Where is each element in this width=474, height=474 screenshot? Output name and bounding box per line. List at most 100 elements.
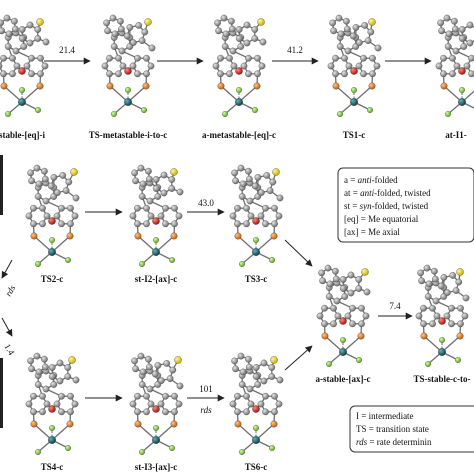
atom-carbon xyxy=(176,382,184,390)
atom-metal xyxy=(18,98,26,106)
atom-carbon xyxy=(67,220,74,228)
atom-carbon xyxy=(373,62,381,70)
atom-fluorine xyxy=(169,257,175,263)
atom-carbon xyxy=(263,172,271,179)
legend-line-ts: TS = transition state xyxy=(356,424,429,434)
atom-carbon xyxy=(0,54,7,62)
atom-carbon xyxy=(58,220,65,228)
atom-carbon xyxy=(166,375,174,382)
atom-carbon xyxy=(118,47,126,55)
atom-fluorine xyxy=(35,449,41,455)
atom-fluorine xyxy=(367,107,373,113)
atom-metal xyxy=(152,248,160,256)
atom-carbon xyxy=(325,293,333,300)
atom-fluorine xyxy=(35,107,41,113)
atom-sulfur xyxy=(270,356,278,364)
bond xyxy=(155,235,175,253)
atom-carbon xyxy=(417,269,424,277)
atom-carbon xyxy=(336,43,344,50)
atom-carbon xyxy=(226,54,233,62)
atom-carbon xyxy=(461,312,469,320)
reaction-arrows xyxy=(1,57,432,402)
atom-carbon xyxy=(355,39,363,46)
atom-carbon xyxy=(239,180,247,188)
atom-carbon xyxy=(321,320,328,328)
atom-carbon xyxy=(28,365,35,373)
atom-carbon xyxy=(260,377,268,385)
atom-carbon xyxy=(257,189,265,196)
atom-carbon xyxy=(147,62,155,70)
atom-carbon xyxy=(39,220,46,228)
atom-carbon xyxy=(138,37,146,44)
bond xyxy=(335,85,355,103)
atom-carbon xyxy=(251,182,259,190)
atom-carbon xyxy=(147,400,155,408)
molecule-at-i1 xyxy=(435,14,474,117)
legend-line-eq: [eq] = Me equatorial xyxy=(344,214,419,224)
atom-carbon xyxy=(367,28,375,36)
atom-carbon xyxy=(452,287,460,294)
atom-carbon xyxy=(39,408,46,416)
atom-carbon xyxy=(175,400,183,408)
atom-carbon xyxy=(4,43,12,50)
atom-fluorine xyxy=(65,445,71,451)
barrier-right-1: 7.4 xyxy=(389,301,401,311)
atom-carbon xyxy=(64,364,72,371)
atom-carbon xyxy=(345,62,353,70)
legend-line-at: at = anti-folded, twisted xyxy=(344,188,431,198)
atom-carbon xyxy=(26,39,34,47)
atom-carbon xyxy=(154,362,162,369)
atom-carbon xyxy=(71,212,79,220)
atom-carbon xyxy=(254,70,261,78)
atom-carbon xyxy=(330,27,337,35)
atom-carbon xyxy=(30,204,37,212)
atom-fluorine xyxy=(139,261,145,267)
atom-phosphorus xyxy=(368,82,376,90)
atom-carbon xyxy=(62,187,70,194)
atom-phosphorus xyxy=(66,420,74,428)
atom-metal xyxy=(152,436,160,444)
atom-fluorine xyxy=(169,445,175,451)
atom-carbon xyxy=(111,30,119,38)
atom-metal xyxy=(438,348,446,356)
label-st-i2: st-I2-[ax]-c xyxy=(135,274,177,284)
atom-carbon xyxy=(463,62,471,70)
atom-carbon xyxy=(139,368,147,376)
atom-carbon xyxy=(329,19,336,27)
label-ts2-c: TS2-c xyxy=(41,274,64,284)
atom-fluorine xyxy=(239,261,245,267)
atom-carbon xyxy=(449,54,456,62)
atom-carbon xyxy=(0,19,4,27)
atom-carbon xyxy=(212,62,220,70)
atom-carbon xyxy=(23,62,31,70)
atom-carbon xyxy=(53,400,61,408)
atom-fluorine xyxy=(239,449,245,455)
atom-carbon xyxy=(143,54,150,62)
atom-oxygen xyxy=(152,217,160,225)
atom-carbon xyxy=(132,177,139,185)
atom-carbon xyxy=(435,62,443,70)
atom-carbon xyxy=(18,35,26,42)
atom-carbon xyxy=(239,368,247,376)
molecule-ts1-c xyxy=(327,14,382,117)
molecule-ts-metastable xyxy=(101,14,156,117)
label-st-i3: st-I3-[ax]-c xyxy=(135,462,177,472)
label-ts1-c: TS1-c xyxy=(343,130,366,140)
atom-carbon xyxy=(176,188,184,196)
atom-fluorine xyxy=(153,237,159,243)
atom-carbon xyxy=(35,368,43,376)
atom-oxygen xyxy=(252,217,260,225)
atom-carbon xyxy=(53,212,61,220)
atom-carbon xyxy=(12,47,20,55)
atom-fluorine xyxy=(340,337,346,343)
atom-metal xyxy=(252,248,260,256)
atom-fluorine xyxy=(455,357,461,363)
atom-fluorine xyxy=(19,87,25,93)
legend-abbreviations: I = intermediate TS = transition state r… xyxy=(349,405,474,453)
atom-carbon xyxy=(341,54,348,62)
atom-oxygen xyxy=(18,67,26,75)
atom-carbon xyxy=(42,175,49,183)
atom-carbon xyxy=(27,169,34,177)
atom-carbon xyxy=(271,220,278,228)
atom-carbon xyxy=(3,14,11,22)
